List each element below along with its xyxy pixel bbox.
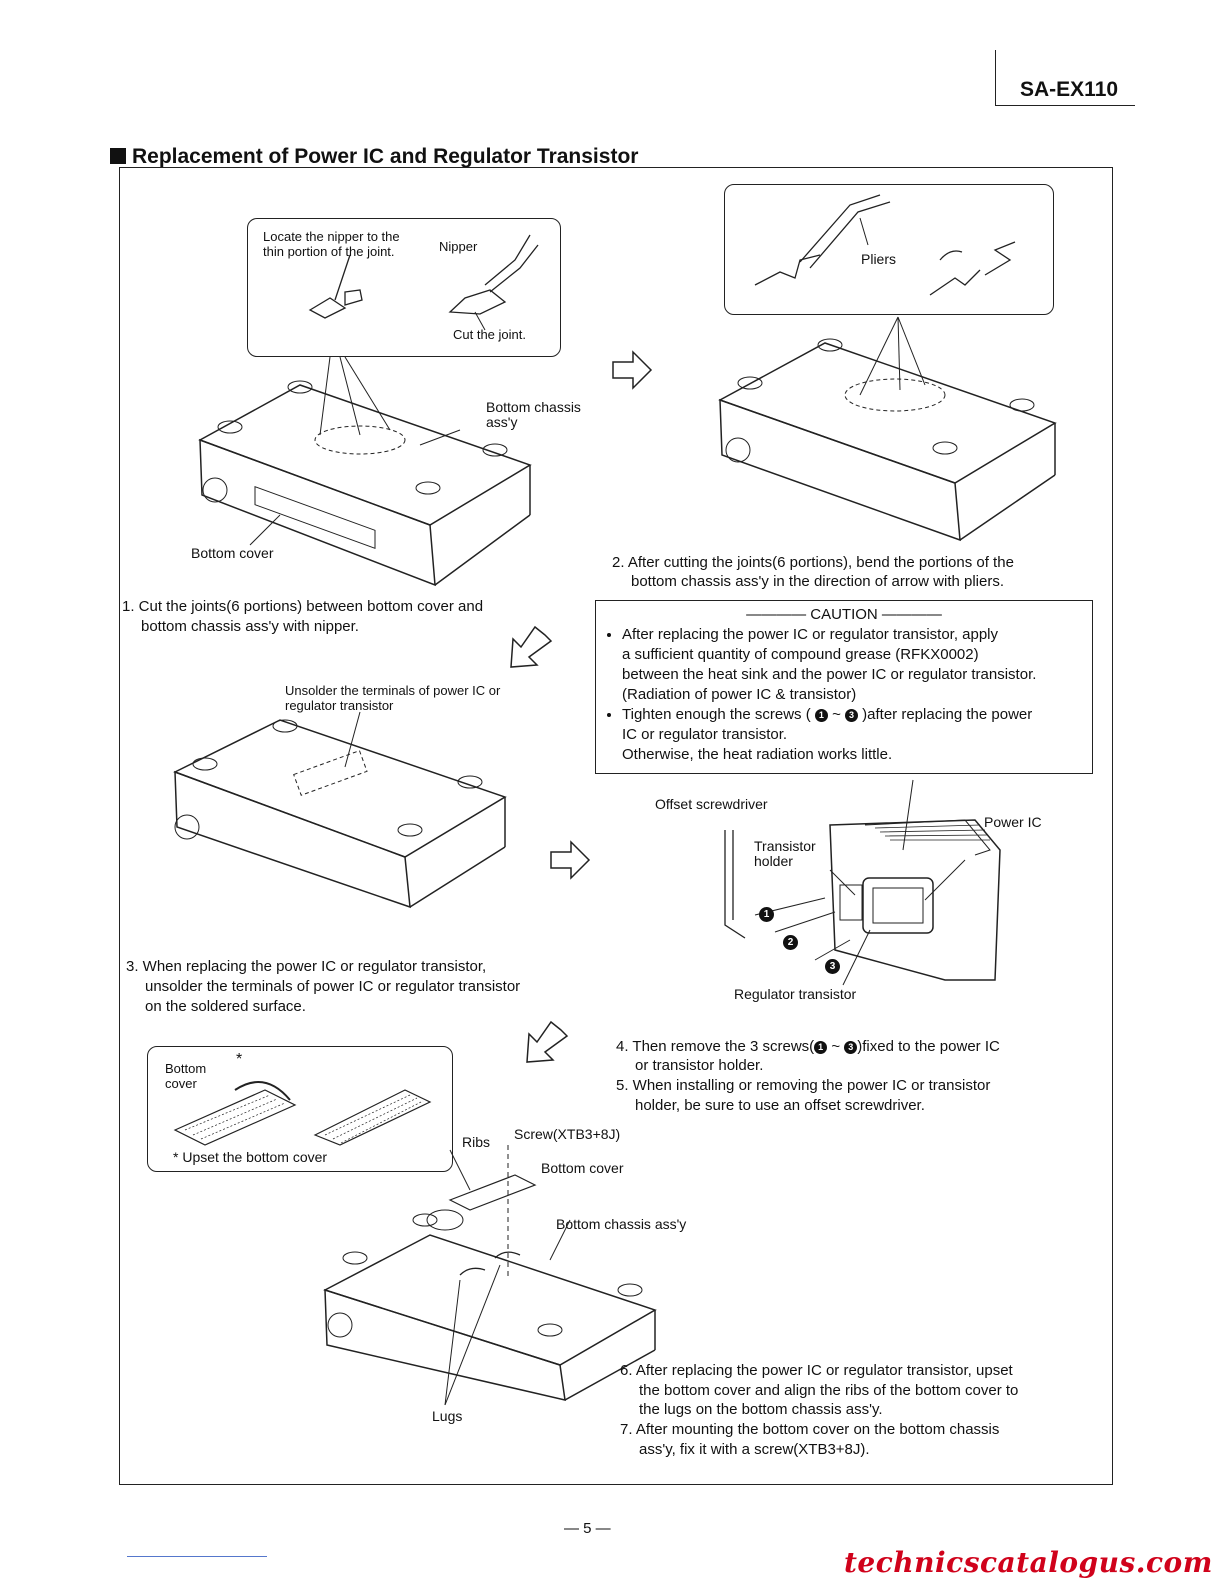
upset-cover-callout [147, 1046, 453, 1172]
callout-text-line2: thin portion of the joint. [263, 244, 395, 259]
caution-b1-line4: (Radiation of power IC & transistor) [622, 686, 857, 703]
caution-b1-line1: After replacing the power IC or regulato… [622, 626, 999, 643]
step-7-line2: ass'y, fix it with a screw(XTB3+8J). [639, 1441, 870, 1458]
caution-b2-line3: Otherwise, the heat radiation works litt… [622, 746, 893, 763]
bullet-square-icon [110, 148, 126, 164]
step-3-line1: 3. When replacing the power IC or regula… [126, 958, 487, 975]
arrow-right-icon [550, 840, 591, 880]
bottom-cover-label-2: Bottom cover [541, 1160, 624, 1176]
regulator-transistor-label: Regulator transistor [734, 986, 857, 1002]
screw-3-marker-icon: 3 [825, 959, 840, 974]
ribs-label: Ribs [462, 1134, 491, 1150]
procedure-frame [119, 167, 1113, 1485]
caution-b1-line2: a sufficient quantity of compound grease… [622, 646, 979, 663]
lugs-label: Lugs [432, 1408, 463, 1424]
caution-b2-line1: Tighten enough the screws ( 1 ~ 3 )after… [622, 706, 1033, 723]
screw-1-marker-icon: 1 [759, 907, 774, 922]
screw-2-marker-icon: 2 [783, 935, 798, 950]
caution-bullet-2: Tighten enough the screws ( 1 ~ 3 )after… [622, 705, 1084, 765]
step-4-line2: or transistor holder. [635, 1057, 764, 1074]
step-2-line1: 2. After cutting the joints(6 portions),… [612, 554, 1014, 571]
step-3-line3: on the soldered surface. [145, 998, 306, 1015]
bottom-cover-callout-label-1: Bottom [165, 1061, 207, 1076]
transistor-holder-label-1: Transistor [754, 838, 816, 854]
cut-joint-label: Cut the joint. [453, 327, 526, 342]
power-ic-label: Power IC [984, 814, 1042, 830]
step-4-line1: 4. Then remove the 3 screws(1 ~ 3)fixed … [616, 1038, 1000, 1055]
pliers-label: Pliers [861, 251, 897, 267]
arrow-down-left-icon [526, 1020, 569, 1063]
bottom-cover-flip-illustration [173, 1081, 432, 1146]
callout-text-line1: Locate the nipper to the [263, 229, 400, 244]
bottom-chassis-label-2: ass'y [486, 414, 518, 430]
receiver-unit-drawing-2 [718, 316, 1057, 542]
footer-rule [127, 1556, 267, 1557]
screw-number-1-icon: 1 [814, 709, 828, 722]
screw-label: Screw(XTB3+8J) [514, 1126, 621, 1142]
bottom-chassis-assy-label: Bottom chassis ass'y [556, 1216, 687, 1232]
step-1-line1: 1. Cut the joints(6 portions) between bo… [122, 598, 484, 615]
transistor-holder-label-2: holder [754, 853, 793, 869]
nipper-label: Nipper [439, 239, 478, 254]
receiver-unit-drawing-3 [173, 711, 507, 909]
nipper-illustration [308, 234, 539, 331]
step-3-line2: unsolder the terminals of power IC or re… [145, 978, 521, 995]
step-1-line2: bottom chassis ass'y with nipper. [141, 618, 359, 635]
section-title: Replacement of Power IC and Regulator Tr… [110, 145, 638, 169]
nipper-callout [247, 218, 561, 357]
asterisk-mark: * [236, 1051, 243, 1068]
pliers-callout [724, 184, 1054, 315]
unsolder-label-line2: regulator transistor [285, 698, 394, 713]
page-number: — 5 — [564, 1520, 611, 1537]
model-number: SA-EX110 [1020, 78, 1119, 101]
receiver-unit-drawing-1 [198, 356, 532, 587]
header-rule-horizontal [995, 105, 1135, 106]
step-6-line2: the bottom cover and align the ribs of t… [639, 1382, 1019, 1399]
header-rule-vertical [995, 50, 996, 106]
offset-screwdriver-label: Offset screwdriver [655, 796, 768, 812]
section-title-text: Replacement of Power IC and Regulator Tr… [132, 145, 639, 168]
caution-b1-line3: between the heat sink and the power IC o… [622, 666, 1037, 683]
receiver-unit-drawing-4 [323, 1145, 657, 1406]
screw-number-3-icon: 3 [844, 1041, 858, 1054]
step-5-line2: holder, be sure to use an offset screwdr… [635, 1097, 925, 1114]
screw-number-1-icon: 1 [814, 1041, 828, 1054]
caution-bullet-1: After replacing the power IC or regulato… [622, 625, 1084, 705]
arrow-right-icon [612, 350, 653, 390]
unsolder-label-line1: Unsolder the terminals of power IC or [285, 683, 501, 698]
step-6-line3: the lugs on the bottom chassis ass'y. [639, 1401, 883, 1418]
caution-box: ———— CAUTION ———— After replacing the po… [595, 600, 1093, 774]
power-ic-heatsink-illustration [724, 779, 1001, 986]
arrow-down-left-icon [510, 625, 553, 668]
upset-note: * Upset the bottom cover [173, 1149, 328, 1165]
screw-number-3-icon: 3 [845, 709, 858, 722]
bottom-cover-callout-label-2: cover [165, 1076, 197, 1091]
caution-b2-line2: IC or regulator transistor. [622, 726, 788, 743]
pliers-illustration [754, 194, 1016, 296]
step-6-line1: 6. After replacing the power IC or regul… [620, 1362, 1013, 1379]
bottom-chassis-label-1: Bottom chassis [486, 399, 581, 415]
watermark-site[interactable]: technicscatalogus.com [844, 1546, 1213, 1579]
step-5-line1: 5. When installing or removing the power… [616, 1077, 991, 1094]
step-7-line1: 7. After mounting the bottom cover on th… [620, 1421, 1000, 1438]
caution-title: ———— CAUTION ———— [746, 606, 942, 623]
step-2-line2: bottom chassis ass'y in the direction of… [631, 573, 1005, 590]
bottom-cover-label: Bottom cover [191, 545, 274, 561]
